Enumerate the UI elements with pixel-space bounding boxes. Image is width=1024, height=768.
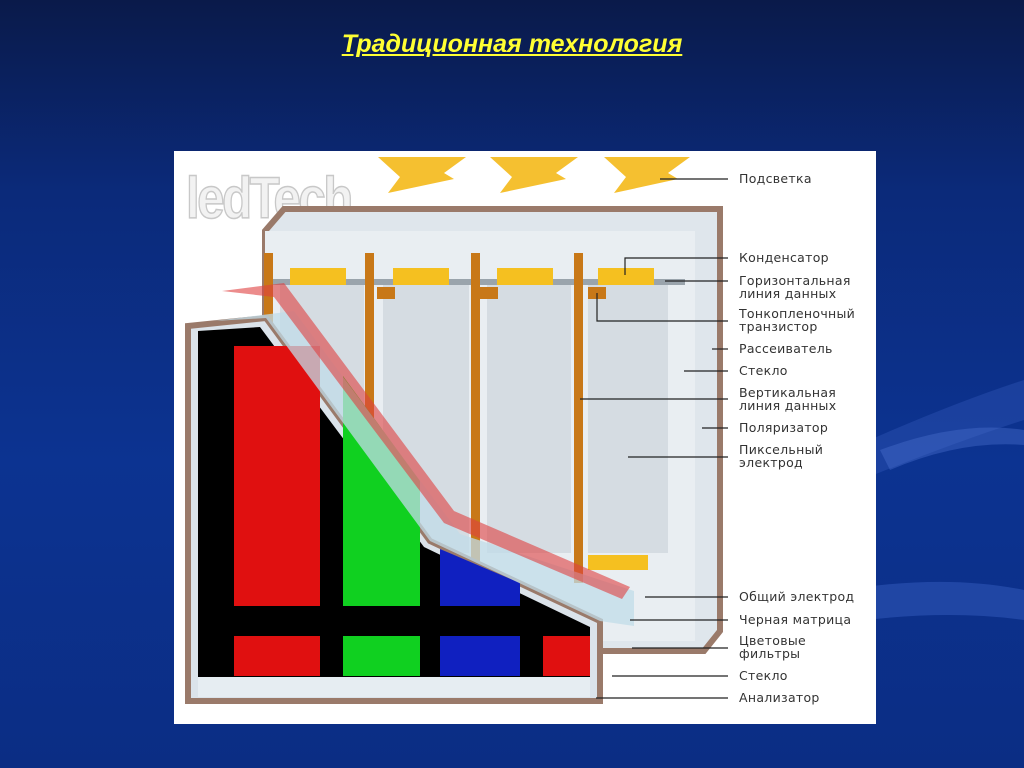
label-capacitor: Конденсатор xyxy=(739,250,829,265)
diagram-drawing xyxy=(185,157,728,704)
label-color-filters: Цветовые фильтры xyxy=(739,633,807,661)
label-analyzer: Анализатор xyxy=(739,690,820,705)
label-vertical-data-line: Вертикальная линия данных xyxy=(739,385,837,413)
label-horizontal-data-line: Горизонтальная линия данных xyxy=(739,273,851,301)
label-backlight: Подсветка xyxy=(739,171,812,186)
label-glass-back: Стекло xyxy=(739,363,788,378)
label-thin-film-transistor: Тонкопленочный транзистор xyxy=(739,306,856,334)
label-diffuser: Рассеиватель xyxy=(739,341,833,356)
label-glass-front: Стекло xyxy=(739,668,788,683)
label-pixel-electrode: Пиксельный электрод xyxy=(739,442,824,470)
front-cut-panel xyxy=(185,283,634,704)
leader-lines xyxy=(580,178,728,699)
slide-title: Традиционная технология xyxy=(341,30,683,58)
lcd-structure-diagram: ledTech xyxy=(174,151,876,724)
label-black-matrix: Черная матрица xyxy=(739,612,852,627)
backlight-arrows xyxy=(378,157,690,193)
label-common-electrode: Общий электрод xyxy=(739,589,855,604)
label-polarizer: Поляризатор xyxy=(739,420,829,435)
